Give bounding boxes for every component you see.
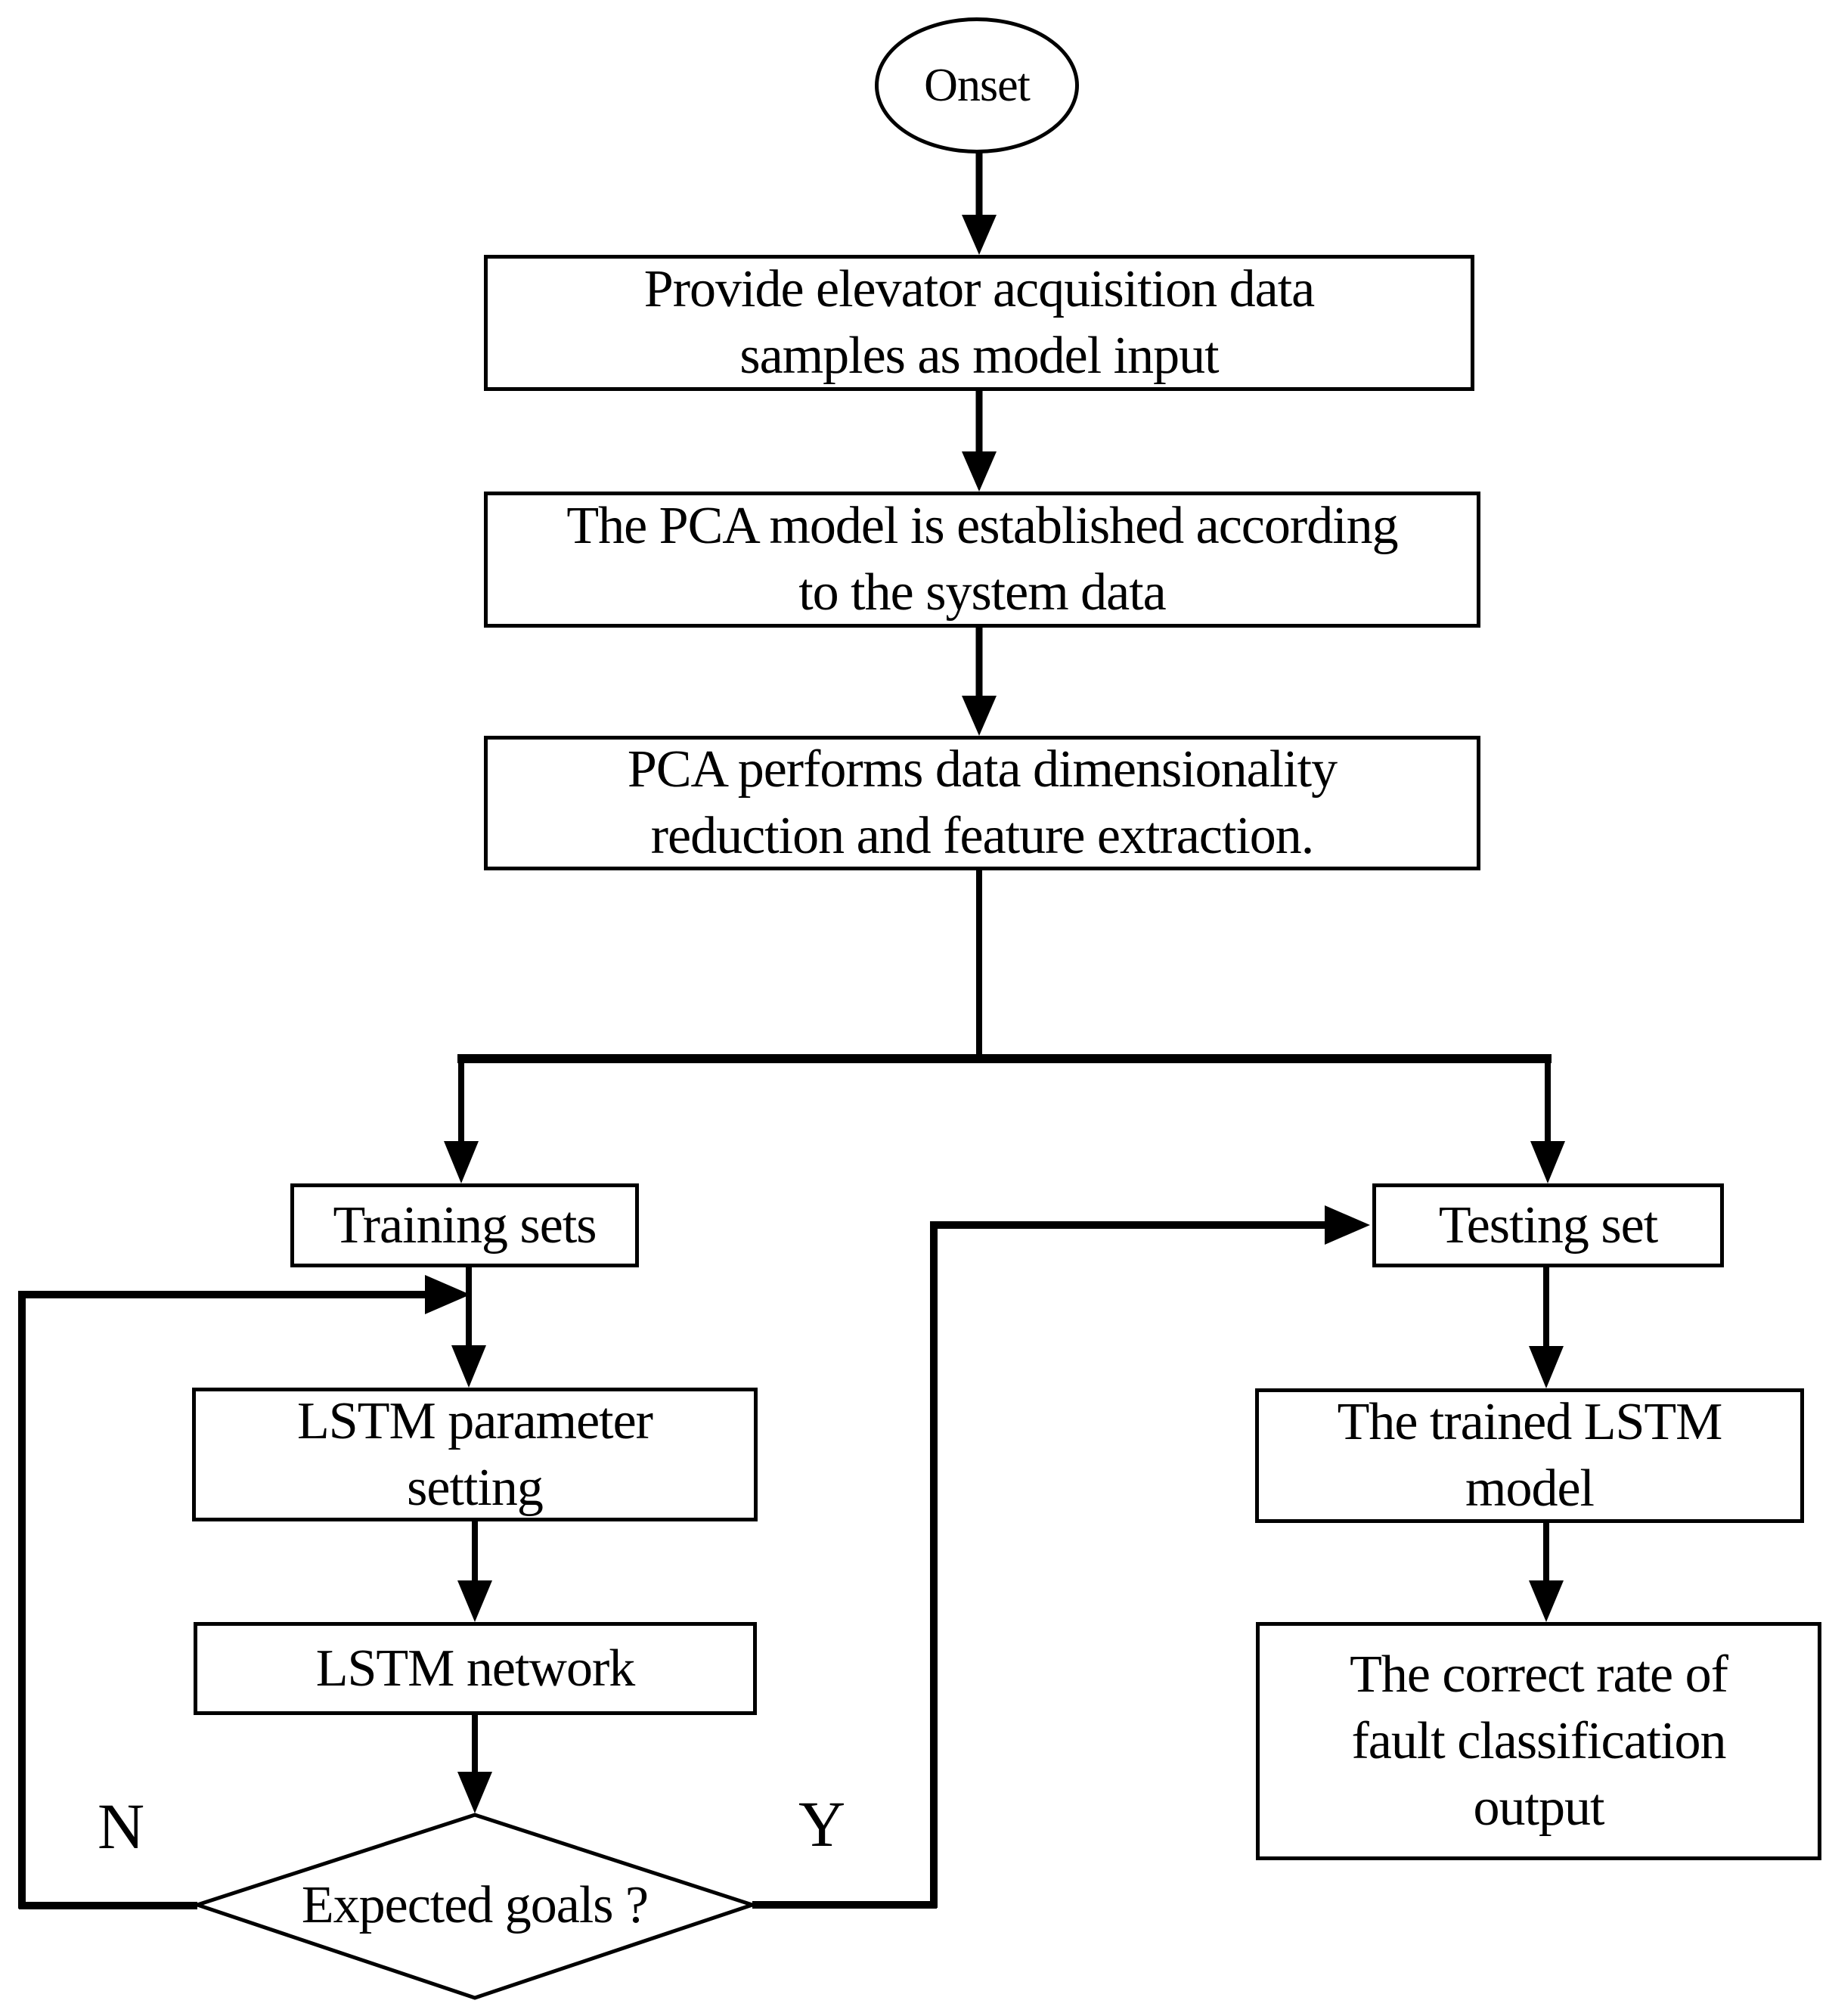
node-onset-label: Onset — [924, 60, 1031, 111]
arrow-testing-set-to-trained-lstm — [1529, 1266, 1564, 1388]
arrow-training-sets-to-lstm-parameter — [451, 1266, 486, 1388]
branch-label-no: N — [68, 1781, 174, 1872]
node-provide-data: Provide elevator acquisition data sample… — [484, 255, 1474, 391]
arrow-lstm-network-to-expected-goals — [457, 1714, 492, 1813]
node-correct-rate: The correct rate of fault classification… — [1256, 1622, 1821, 1860]
node-correct-rate-line2: fault classification — [1351, 1711, 1726, 1770]
node-training-sets: Training sets — [290, 1183, 639, 1267]
branch-label-yes: Y — [769, 1779, 875, 1869]
node-expected-goals-shape — [191, 1813, 758, 2000]
arrow-trained-lstm-to-correct-rate — [1529, 1521, 1564, 1622]
arrow-onset-to-provide-data — [962, 151, 997, 255]
branch-label-yes-text: Y — [798, 1788, 846, 1860]
node-lstm-network-label: LSTM network — [315, 1639, 636, 1698]
node-lstm-network: LSTM network — [194, 1622, 757, 1715]
node-provide-data-line2: samples as model input — [739, 327, 1219, 385]
connector-split — [457, 869, 1552, 1063]
node-pca-reduction-line1: PCA performs data dimensionality — [627, 740, 1338, 799]
arrow-provide-data-to-pca-model — [962, 389, 997, 492]
node-pca-reduction-line2: reduction and feature extraction. — [650, 807, 1315, 865]
node-lstm-parameter: LSTM parameter setting — [192, 1388, 758, 1521]
node-testing-set-label: Testing set — [1438, 1196, 1658, 1255]
node-pca-model-line1: The PCA model is established according — [566, 497, 1398, 555]
connector-n-loop — [18, 1275, 470, 1909]
node-trained-lstm: The trained LSTM model — [1255, 1388, 1804, 1523]
node-onset: Onset — [875, 17, 1079, 154]
node-training-sets-label: Training sets — [333, 1196, 597, 1255]
arrow-split-to-testing-set — [1530, 1055, 1565, 1183]
node-expected-goals-label: Expected goals ? — [210, 1862, 739, 1949]
arrow-split-to-training-sets — [444, 1055, 479, 1183]
node-trained-lstm-line1: The trained LSTM — [1337, 1393, 1723, 1451]
node-provide-data-line1: Provide elevator acquisition data — [643, 260, 1315, 318]
node-correct-rate-line1: The correct rate of — [1350, 1645, 1728, 1704]
node-testing-set: Testing set — [1372, 1183, 1724, 1267]
arrow-lstm-parameter-to-lstm-network — [457, 1520, 492, 1622]
node-lstm-parameter-line2: setting — [407, 1458, 544, 1517]
expected-goals-text: Expected goals ? — [301, 1876, 649, 1934]
node-pca-model: The PCA model is established according t… — [484, 492, 1480, 628]
node-pca-model-line2: to the system data — [798, 563, 1167, 622]
connector-y-branch — [752, 1205, 1370, 1909]
node-pca-reduction: PCA performs data dimensionality reducti… — [484, 736, 1480, 870]
node-correct-rate-line3: output — [1473, 1778, 1605, 1837]
node-trained-lstm-line2: model — [1465, 1459, 1595, 1518]
branch-label-no-text: N — [97, 1790, 145, 1862]
node-lstm-parameter-line1: LSTM parameter — [297, 1391, 653, 1450]
arrow-pca-model-to-pca-reduction — [962, 626, 997, 736]
